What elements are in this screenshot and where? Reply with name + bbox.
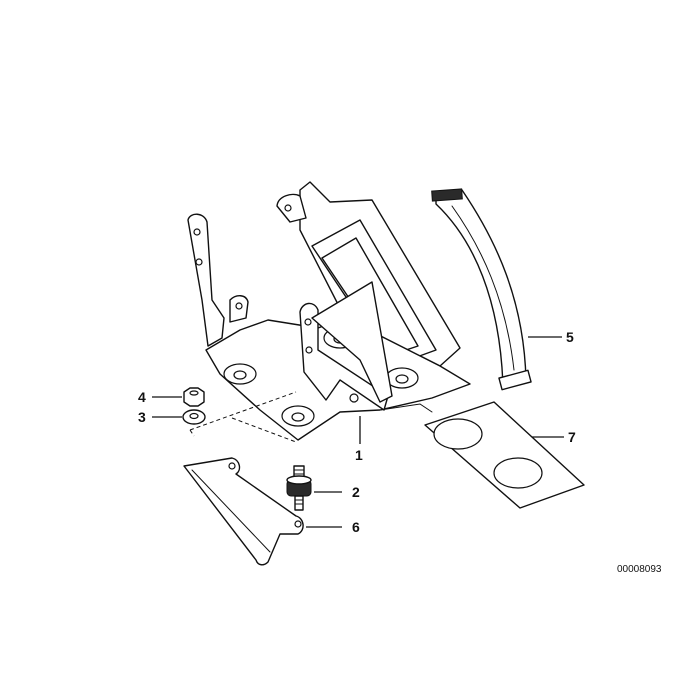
tray-base-tab-hole	[235, 302, 243, 310]
assembly-dash-line	[189, 391, 297, 443]
callout-2: 2	[352, 484, 360, 500]
tray-lip	[379, 403, 433, 413]
pad-part-7	[424, 401, 585, 509]
tray-left-tab-hole-top	[193, 228, 201, 236]
callout-3: 3	[138, 409, 146, 425]
tray-front-bracket-hole-1	[304, 318, 312, 326]
pad-cutout-upper	[433, 418, 483, 450]
battery-tray-part-1	[187, 181, 471, 441]
tray-front-bracket-hole-2	[305, 346, 313, 354]
tray-left-tab-hole-bottom	[195, 258, 203, 266]
lower-bracket-hole-right	[294, 520, 302, 528]
callout-6: 6	[352, 519, 360, 535]
nut-part-4	[183, 387, 205, 407]
tray-left-tab	[187, 213, 225, 347]
rubber-mount-part-2	[286, 465, 312, 511]
strap-top-clip	[431, 188, 463, 202]
callout-7: 7	[568, 429, 576, 445]
tray-front-hole	[349, 393, 359, 403]
washer-part-3	[182, 409, 206, 425]
lower-bracket-part-6	[183, 457, 304, 566]
lower-bracket-hole-top	[228, 462, 236, 470]
callout-1: 1	[355, 447, 363, 463]
strap-bottom-clip	[498, 369, 532, 391]
tray-rear-tab-hole	[284, 204, 292, 212]
pad-cutout-lower	[493, 457, 543, 489]
strap-part-5	[431, 188, 532, 391]
tray-side-strut	[311, 281, 393, 403]
diagram-reference-number: 00008093	[617, 564, 662, 575]
callout-5: 5	[566, 329, 574, 345]
tray-front-bracket	[299, 302, 389, 411]
leader-lines	[152, 336, 564, 528]
callout-4: 4	[138, 389, 146, 405]
